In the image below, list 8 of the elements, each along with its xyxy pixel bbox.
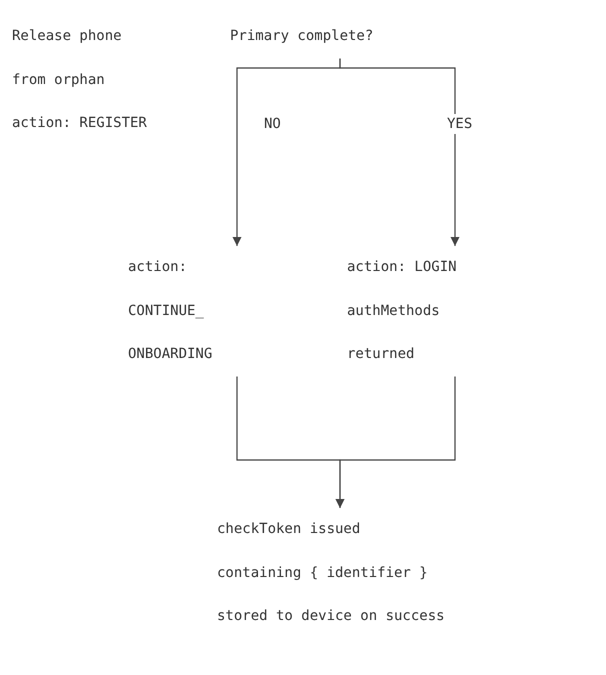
connector-arrow: [336, 376, 456, 508]
note-text: Release phone from orphan action: REGISTER: [12, 27, 147, 133]
node-text: Primary complete?: [230, 15, 382, 58]
node-text: action: LOGIN authMethods returned: [347, 246, 465, 376]
edge-label: YES: [445, 114, 474, 134]
node-text: checkToken issued containing { identifier } stored to device on success: [217, 508, 445, 638]
node-text: action: CONTINUE_ ONBOARDING: [128, 246, 230, 376]
connector-arrow: [339, 58, 460, 246]
